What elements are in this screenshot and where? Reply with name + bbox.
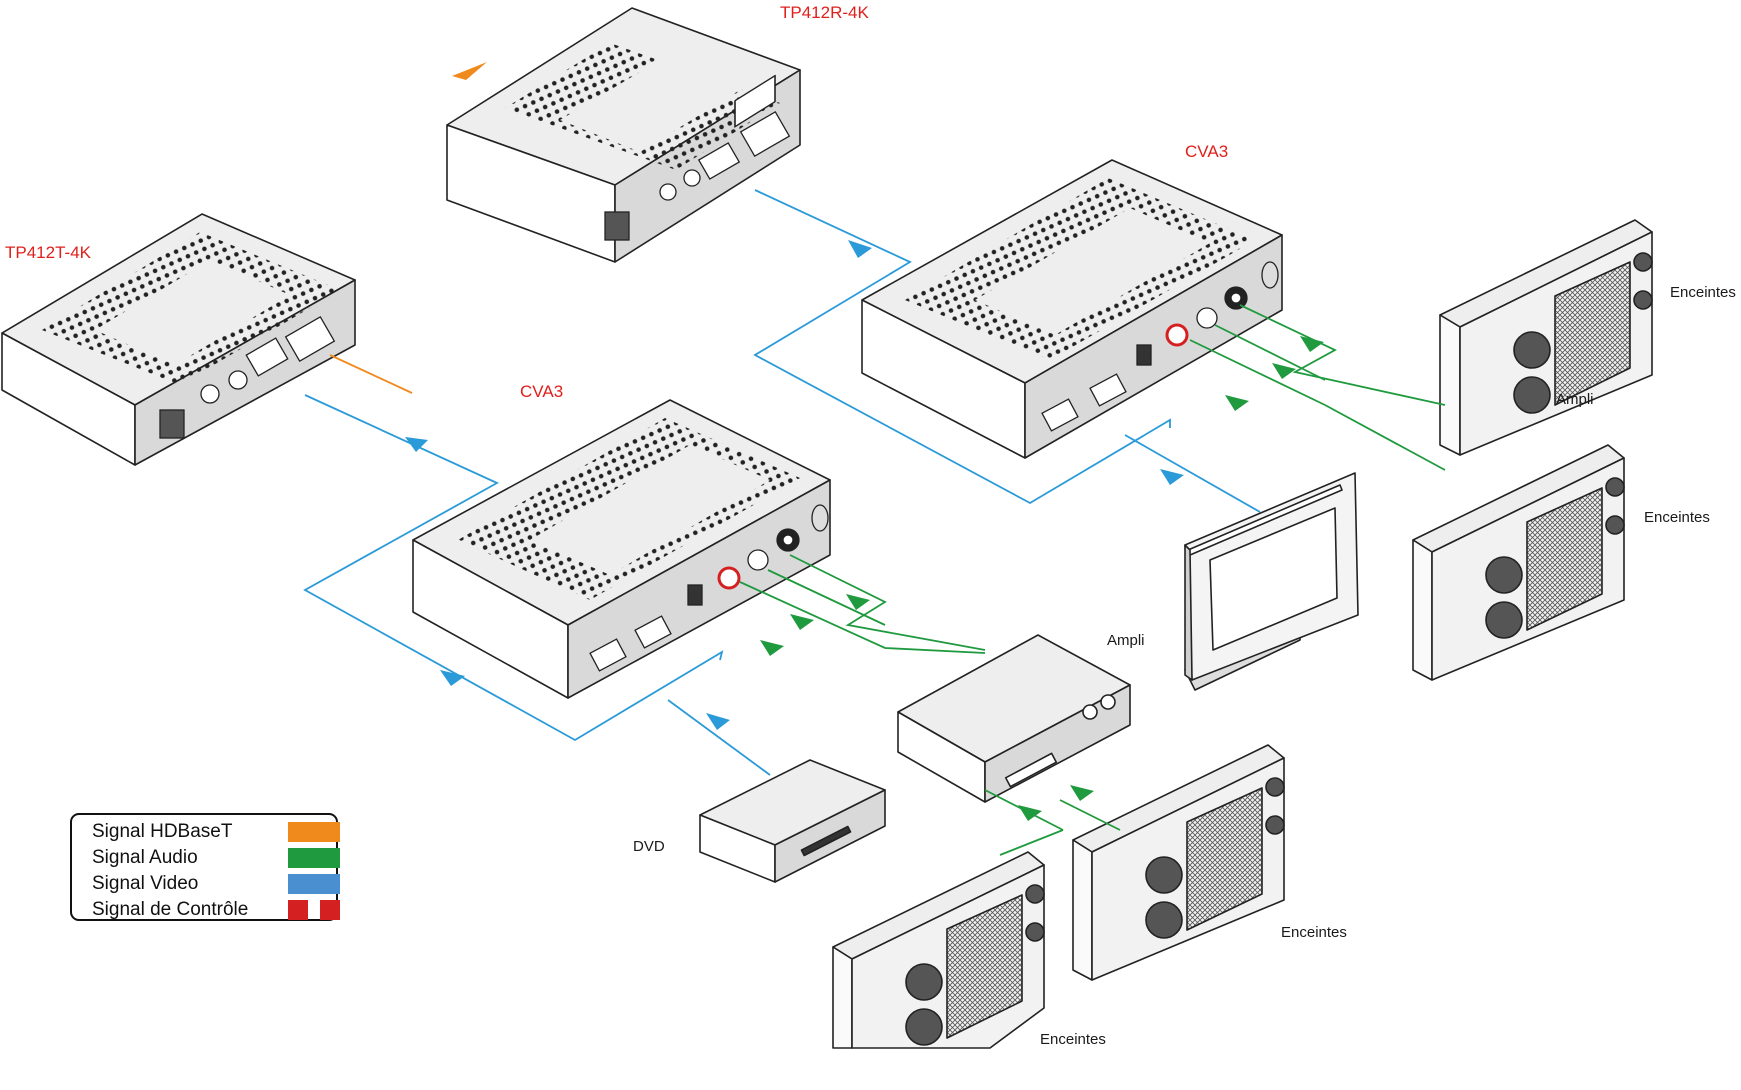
legend: Signal HDBaseT Signal Audio Signal Video… — [70, 813, 340, 921]
tx-label: TP412T-4K — [5, 243, 91, 262]
legend-swatch-audio — [288, 848, 340, 868]
cva-left-connectors — [589, 504, 829, 672]
dvd-label: DVD — [633, 838, 665, 855]
legend-label: Signal Audio — [92, 847, 198, 868]
cva-left-label: CVA3 — [520, 382, 564, 401]
speakers-back-bottom-label: Enceintes — [1644, 509, 1710, 526]
speaker-front-right — [1072, 744, 1285, 981]
rx-triangle-icon — [452, 62, 487, 80]
legend-item-hdbaset: Signal HDBaseT — [92, 819, 340, 843]
hdbaset-line — [329, 354, 413, 394]
speakers-front-right-label: Enceintes — [1281, 924, 1347, 941]
legend-swatch-hdbaset — [288, 822, 340, 842]
audio-arrows — [760, 336, 1324, 821]
legend-item-control: Signal de Contrôle — [92, 897, 340, 921]
amp-front-label: Ampli — [1107, 632, 1145, 649]
rx-connectors — [604, 110, 791, 241]
legend-item-audio: Signal Audio — [92, 845, 340, 869]
tv — [1184, 472, 1359, 691]
audio-lines — [739, 304, 1446, 856]
legend-label: Signal de Contrôle — [92, 899, 249, 920]
speakers-front-left-label: Enceintes — [1040, 1031, 1106, 1048]
speakers-back-top-label: Enceintes — [1670, 284, 1736, 301]
amplifier-front — [897, 634, 1131, 803]
legend-swatch-video — [288, 874, 340, 894]
speaker-back-top — [1439, 219, 1653, 456]
video-lines — [303, 189, 1261, 776]
tx-connectors — [159, 315, 336, 439]
speaker-back-bottom — [1412, 444, 1625, 681]
video-arrows — [405, 240, 1184, 730]
legend-label: Signal HDBaseT — [92, 821, 233, 842]
rx-label: TP412R-4K — [780, 3, 869, 22]
tx-box — [1, 213, 356, 466]
dvd-player — [699, 759, 886, 883]
cva-right-box — [861, 159, 1283, 459]
amp-back-label: Ampli — [1556, 391, 1594, 408]
legend-label: Signal Video — [92, 873, 199, 894]
cva-right-connectors — [1041, 261, 1279, 432]
cva-right-label: CVA3 — [1185, 142, 1229, 161]
speaker-front-left — [832, 851, 1045, 1049]
legend-swatch-control — [288, 900, 340, 920]
legend-item-video: Signal Video — [92, 871, 340, 895]
